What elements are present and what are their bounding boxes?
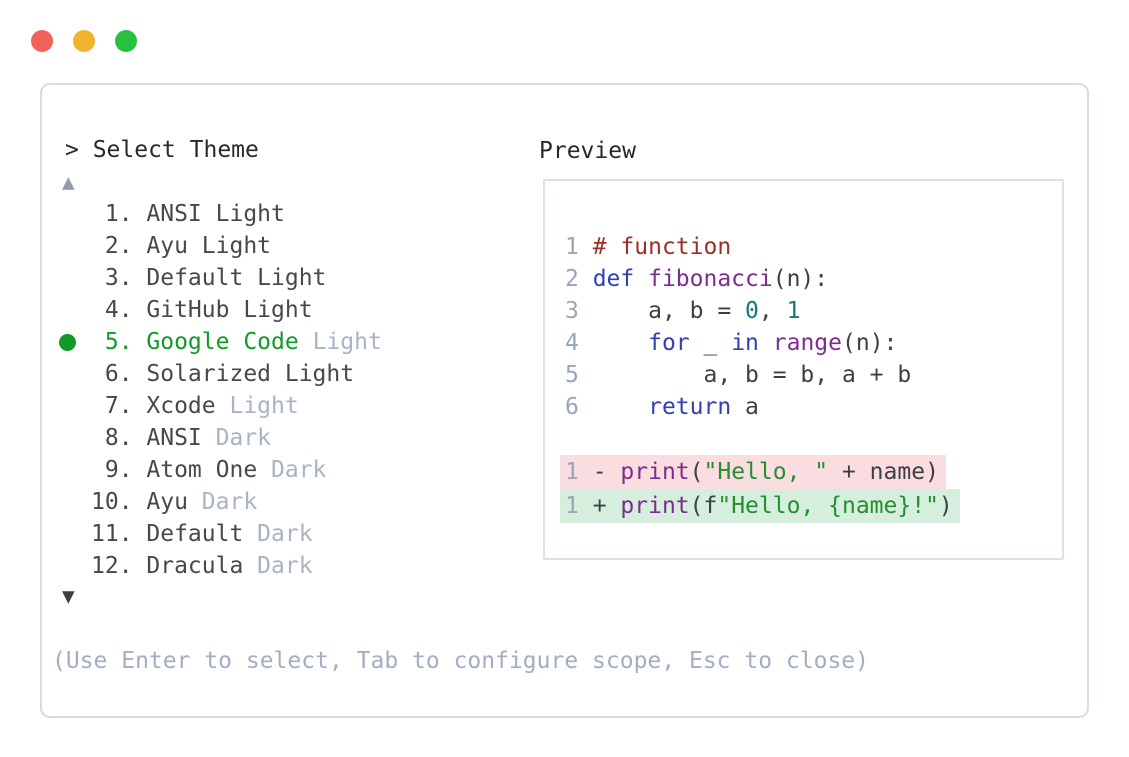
theme-item-variant: Dark (201, 425, 272, 451)
dialog-title: > Select Theme (65, 137, 259, 163)
theme-item-label: 11. Default (91, 521, 244, 547)
theme-list-item[interactable]: 12. Dracula Dark (91, 550, 382, 582)
theme-item-label: 12. Dracula (91, 553, 244, 579)
line-number: 5 (565, 362, 593, 388)
line-number: 1 (565, 234, 593, 260)
scroll-up-icon[interactable]: ▲ (62, 170, 75, 194)
theme-item-variant: Light (298, 329, 382, 355)
code-token-plain: (n): (842, 330, 898, 356)
code-token-number: 1 (786, 298, 801, 324)
theme-list-item[interactable]: 11. Default Dark (91, 518, 382, 550)
close-window-button[interactable] (31, 30, 53, 52)
window-controls (31, 30, 137, 52)
code-token-plain: ( (689, 459, 704, 485)
code-line: 5 a, b = b, a + b (565, 359, 960, 391)
scroll-down-icon[interactable]: ▼ (62, 584, 75, 608)
code-token-plain (759, 330, 773, 356)
keyboard-hint: (Use Enter to select, Tab to configure s… (52, 648, 869, 674)
line-number: 1 (565, 493, 593, 519)
theme-item-label: 4. GitHub Light (91, 297, 313, 323)
code-token-comment: # function (592, 234, 732, 260)
line-number: 6 (565, 394, 593, 420)
code-line: 4 for _ in range(n): (565, 327, 960, 359)
theme-item-label: 6. Solarized Light (91, 361, 355, 387)
code-token-function: fibonacci (648, 266, 773, 292)
code-token-function: print (620, 493, 690, 519)
theme-item-label: 1. ANSI Light (91, 201, 285, 227)
code-token-plain: _ (689, 330, 732, 356)
theme-list-item[interactable]: 7. Xcode Light (91, 390, 382, 422)
diff-highlight: 1 - print("Hello, " + name) (560, 455, 946, 489)
theme-list: 1. ANSI Light 2. Ayu Light 3. Default Li… (91, 198, 382, 582)
code-token-plain (593, 394, 648, 420)
diff-highlight: 1 + print(f"Hello, {name}!") (560, 489, 960, 523)
line-number: 1 (565, 459, 593, 485)
theme-list-item[interactable]: 8. ANSI Dark (91, 422, 382, 454)
theme-list-item[interactable]: 9. Atom One Dark (91, 454, 382, 486)
code-token-string: "Hello, {name}!" (717, 493, 939, 519)
theme-list-item[interactable]: 3. Default Light (91, 262, 382, 294)
theme-list-item[interactable]: 10. Ayu Dark (91, 486, 382, 518)
selected-item-bullet-icon (59, 334, 76, 351)
theme-list-item[interactable]: 6. Solarized Light (91, 358, 382, 390)
code-token-plain: + (592, 493, 621, 519)
zoom-window-button[interactable] (115, 30, 137, 52)
theme-item-label: 3. Default Light (91, 265, 327, 291)
code-token-number: 0 (745, 298, 759, 324)
theme-item-label: 7. Xcode (91, 393, 216, 419)
code-token-plain: a, b = (592, 298, 746, 324)
theme-item-variant: Dark (243, 553, 313, 579)
code-token-plain: - (592, 459, 621, 485)
theme-list-item[interactable]: 4. GitHub Light (91, 294, 382, 326)
code-token-plain: (f (689, 493, 718, 519)
code-token-plain: + name) (828, 459, 939, 485)
code-token-plain: , (758, 298, 787, 324)
code-line: 2 def fibonacci(n): (565, 263, 960, 295)
theme-item-variant: Dark (257, 457, 327, 483)
code-token-plain: a (731, 394, 759, 420)
theme-item-label: 9. Atom One (91, 457, 258, 483)
code-token-plain: ) (938, 493, 953, 519)
theme-item-variant: Dark (187, 489, 258, 515)
theme-item-label: 5. Google Code (91, 329, 299, 355)
code-line (565, 423, 960, 455)
theme-picker-dialog: > Select Theme ▲ 1. ANSI Light 2. Ayu Li… (40, 83, 1089, 718)
theme-item-variant: Light (215, 393, 299, 419)
preview-label: Preview (539, 138, 636, 164)
theme-list-item[interactable]: 5. Google Code Light (91, 326, 382, 358)
code-token-plain: a, b = b, a + b (592, 362, 912, 388)
line-number: 4 (565, 330, 593, 356)
theme-item-label: 8. ANSI (91, 425, 202, 451)
theme-item-label: 2. Ayu Light (91, 233, 272, 259)
line-number: 3 (565, 298, 593, 324)
theme-list-item[interactable]: 2. Ayu Light (91, 230, 382, 262)
code-diff-line-removed: 1 - print("Hello, " + name) (560, 455, 960, 489)
code-line: 3 a, b = 0, 1 (565, 295, 960, 327)
code-token-plain: (n): (772, 266, 829, 292)
line-number: 2 (565, 266, 593, 292)
code-token-keyword: return (648, 394, 732, 420)
code-token-plain (593, 330, 648, 356)
theme-item-variant: Dark (243, 521, 313, 547)
code-line: 6 return a (565, 391, 960, 423)
code-line: 1 # function (565, 231, 960, 263)
code-token-keyword: in (731, 330, 759, 356)
code-token-function: range (772, 330, 842, 356)
code-token-keyword: for (648, 330, 690, 356)
code-token-string: "Hello, " (703, 459, 829, 485)
code-token-keyword: def (592, 266, 649, 292)
code-token-function: print (620, 459, 690, 485)
code-diff-line-added: 1 + print(f"Hello, {name}!") (560, 489, 960, 523)
minimize-window-button[interactable] (73, 30, 95, 52)
theme-item-label: 10. Ayu (91, 489, 188, 515)
theme-list-item[interactable]: 1. ANSI Light (91, 198, 382, 230)
